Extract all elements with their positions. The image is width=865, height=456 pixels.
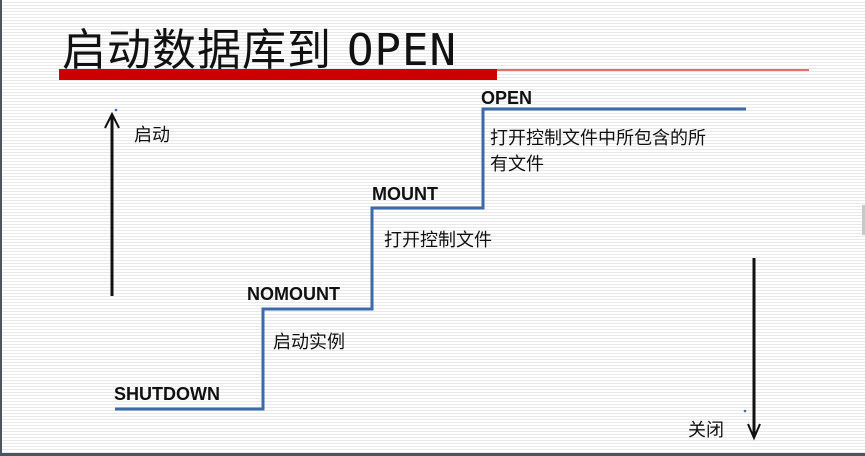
title-en: OPEN	[347, 25, 457, 76]
state-mount-desc: 打开控制文件	[384, 230, 492, 251]
window-bottom-border	[0, 453, 865, 456]
state-mount: MOUNT	[372, 184, 438, 204]
state-shutdown: SHUTDOWN	[114, 384, 220, 404]
state-open-desc-line1: 打开控制文件中所包含的所	[490, 128, 706, 149]
shutdown-label: 关闭	[688, 420, 724, 441]
startup-label: 启动	[134, 125, 170, 146]
scrollbar-thumb[interactable]	[862, 205, 865, 235]
title-accent-bar	[59, 69, 497, 80]
slide-title: 启动数据库到 OPEN	[62, 14, 457, 78]
state-nomount-desc: 启动实例	[273, 332, 345, 353]
shutdown-arrow-icon	[747, 258, 761, 441]
stair-line	[115, 107, 746, 411]
title-zh: 启动数据库到	[62, 25, 332, 76]
window-left-border	[0, 0, 2, 456]
state-open-desc-line2: 有文件	[490, 154, 544, 175]
startup-arrow-icon	[104, 111, 120, 296]
title-accent-line	[497, 69, 809, 71]
state-open: OPEN	[481, 88, 533, 108]
state-open-desc: 打开控制文件中所包含的所 有文件	[490, 126, 706, 178]
state-nomount: NOMOUNT	[247, 284, 340, 304]
